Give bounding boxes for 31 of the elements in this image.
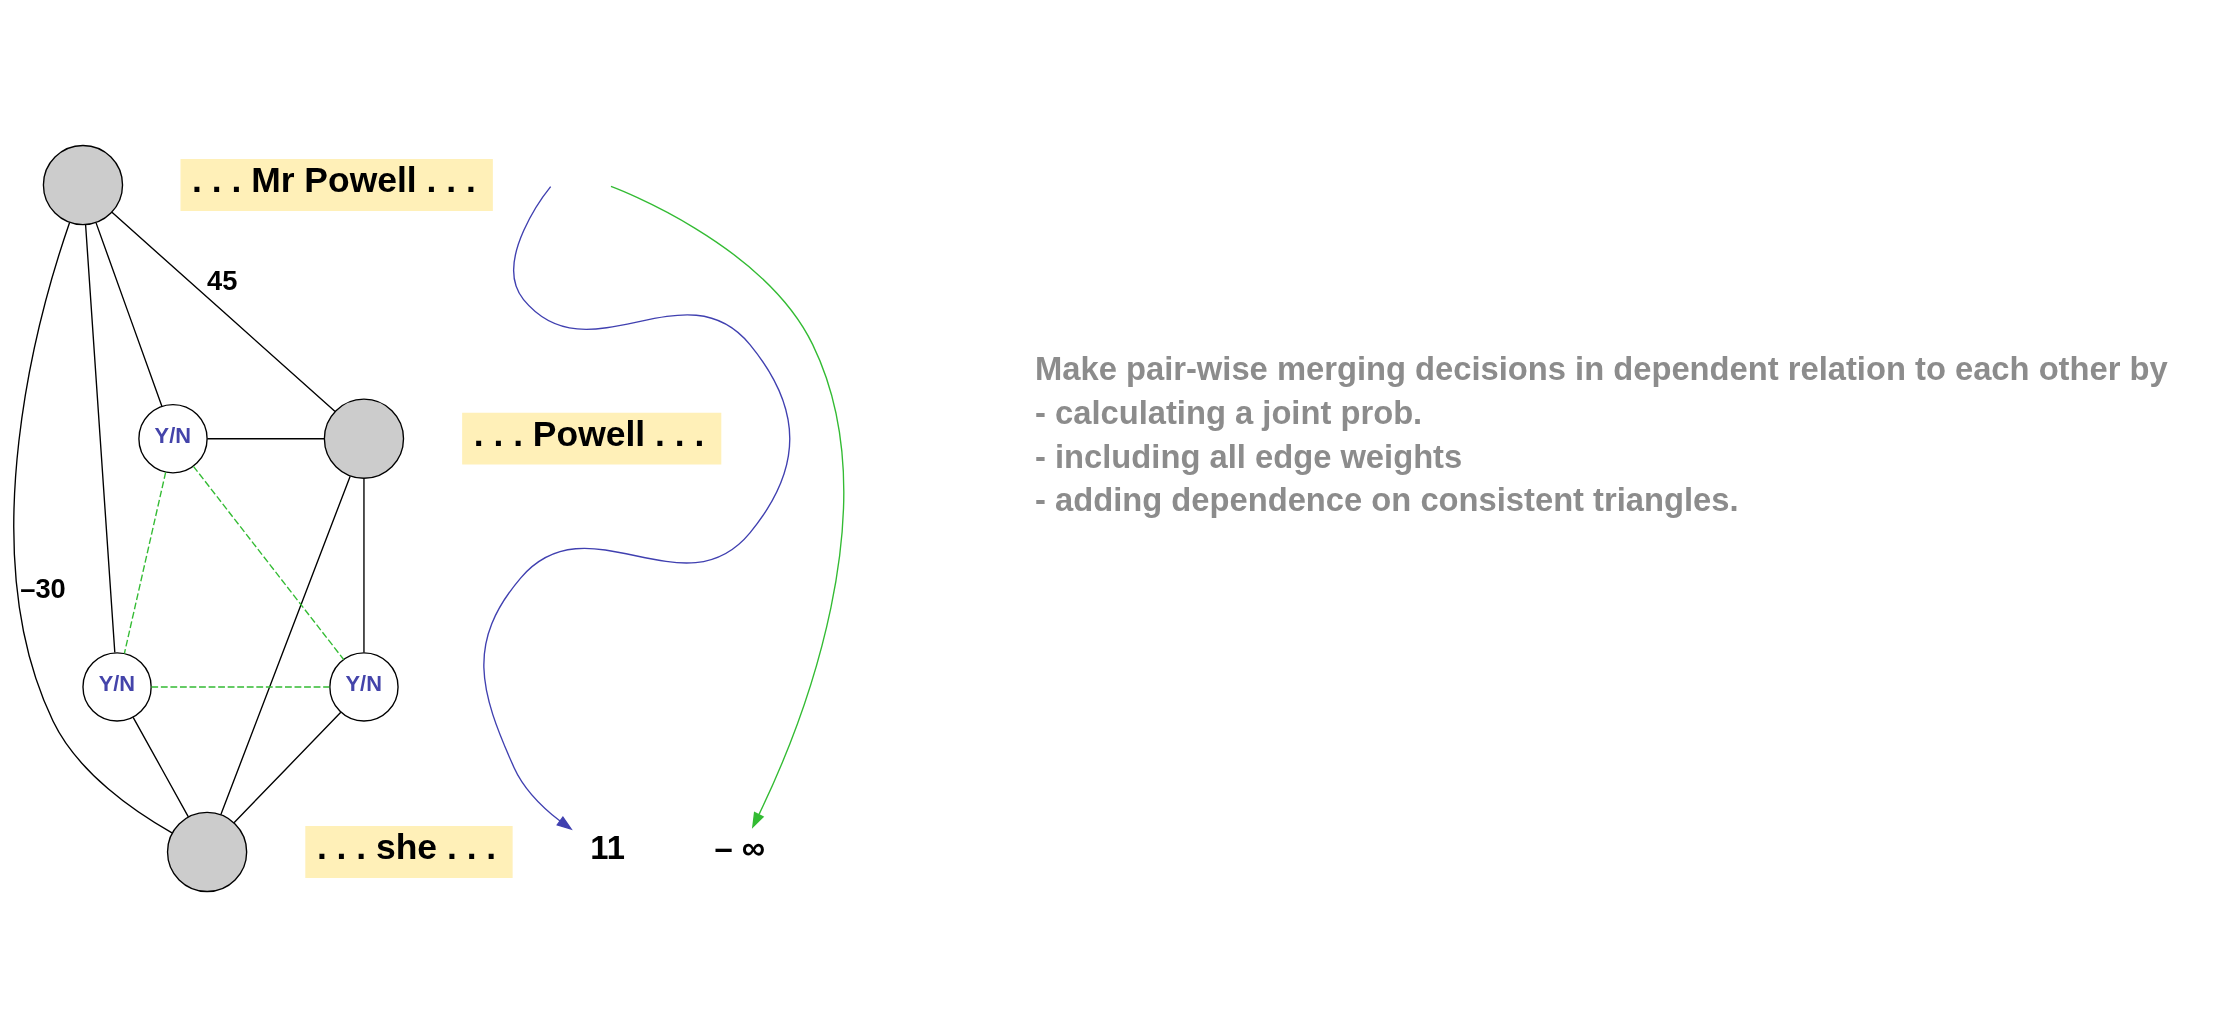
connector [95,221,163,407]
node-text: 11 [590,828,625,866]
node-text: – ∞ [714,828,766,866]
label: - adding dependence on consistent triangles. [1035,480,1739,518]
connector [233,711,342,823]
node-circle: Y/N [138,403,208,473]
label: - calculating a joint prob. [1035,393,1423,431]
node-circle [42,144,124,225]
connector [192,465,345,660]
connector [220,474,351,815]
connector [150,685,331,688]
edge-label: –30 [20,572,66,604]
arrow [610,185,844,829]
node-circle [166,811,248,892]
label: Make pair-wise merging decisions in dependent relation to each other by [1035,349,2168,387]
connector [363,477,365,653]
connector [84,223,116,653]
node-label: . . . she . . . [316,826,497,867]
connector [111,211,336,412]
node-label: . . . Mr Powell . . . [192,159,476,200]
connector [13,221,173,834]
connector [206,437,325,439]
edge-label: 45 [207,264,238,296]
arrow [483,185,791,830]
connector [123,471,167,654]
node-circle: Y/N [82,651,152,722]
label: - including all edge weights [1035,437,1463,475]
node-circle [323,397,405,479]
connector [132,716,189,817]
node-circle: Y/N [329,651,399,722]
node-label: . . . Powell . . . [473,413,705,454]
